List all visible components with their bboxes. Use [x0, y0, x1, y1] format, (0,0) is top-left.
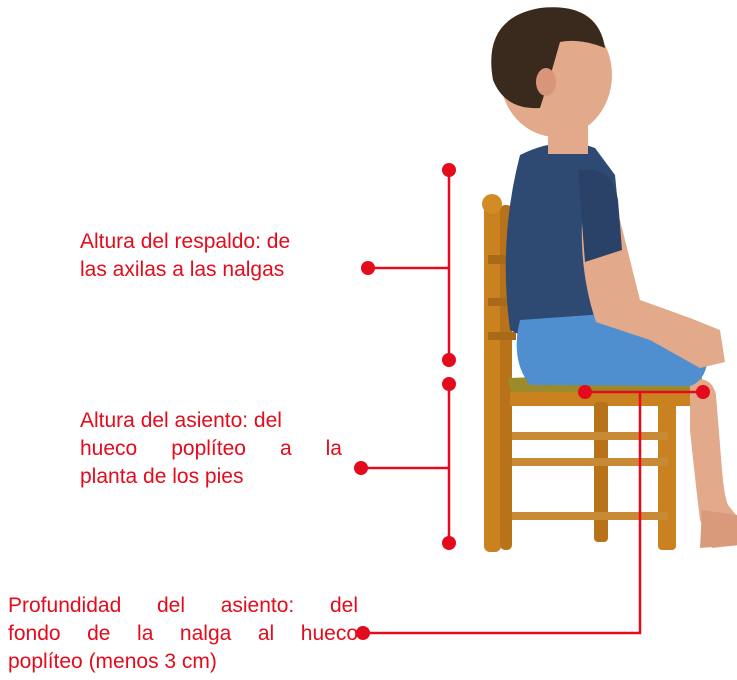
backrest-height-label: Altura del respaldo: de las axilas a las…	[80, 228, 365, 284]
seat-height-leader-dot	[354, 461, 368, 475]
chair-front-leg-left	[594, 402, 608, 542]
backrest-height-label-line: Altura del respaldo: de	[80, 230, 291, 253]
chair-back-slat	[488, 255, 516, 264]
chair-back-slat	[488, 298, 516, 306]
seat-height-top-dot	[442, 377, 456, 391]
chair-seat-rail	[510, 392, 706, 406]
boy-hair	[491, 7, 605, 109]
backrest-bottom-dot	[442, 353, 456, 367]
backrest-top-dot	[442, 163, 456, 177]
annotation-lines	[362, 170, 703, 635]
backrest-height-label-line: las axilas a las nalgas	[80, 258, 285, 281]
boy-legs	[690, 379, 737, 548]
chair-stretcher	[512, 458, 668, 466]
seat-depth-label-line: Profundidad del asiento: del	[8, 594, 358, 617]
seat-height-label: Altura del asiento: del hueco poplíteo a…	[80, 407, 342, 491]
seat-depth-label: Profundidad del asiento: del fondo de la…	[8, 592, 358, 676]
boy	[491, 7, 737, 548]
chair-finial	[482, 194, 502, 214]
seat-height-bottom-dot	[442, 536, 456, 550]
seat-depth-leader-line	[364, 392, 642, 635]
seat-depth-label-line: poplíteo (menos 3 cm)	[8, 650, 217, 673]
seat-depth-end-dot	[696, 385, 710, 399]
annotation-dots	[354, 163, 710, 640]
chair-stretcher	[512, 432, 668, 440]
seat-depth-leader-dot	[356, 626, 370, 640]
boy-ear	[536, 68, 556, 96]
chair	[482, 194, 706, 552]
seat-height-label-line: planta de los pies	[80, 465, 244, 488]
chair-stretcher	[512, 512, 668, 520]
backrest-leader-dot	[361, 261, 375, 275]
seat-depth-label-line: fondo de la nalga al hueco	[8, 622, 358, 645]
boy-sleeve	[578, 169, 622, 262]
chair-back-slat	[488, 332, 516, 340]
boy-foot	[700, 510, 737, 548]
chair-back-post-left	[484, 200, 501, 552]
seat-height-label-line: Altura del asiento: del	[80, 409, 282, 432]
chair-front-leg	[658, 400, 676, 550]
seat-height-label-line: hueco poplíteo a la	[80, 437, 342, 460]
seat-depth-start-dot	[578, 385, 592, 399]
